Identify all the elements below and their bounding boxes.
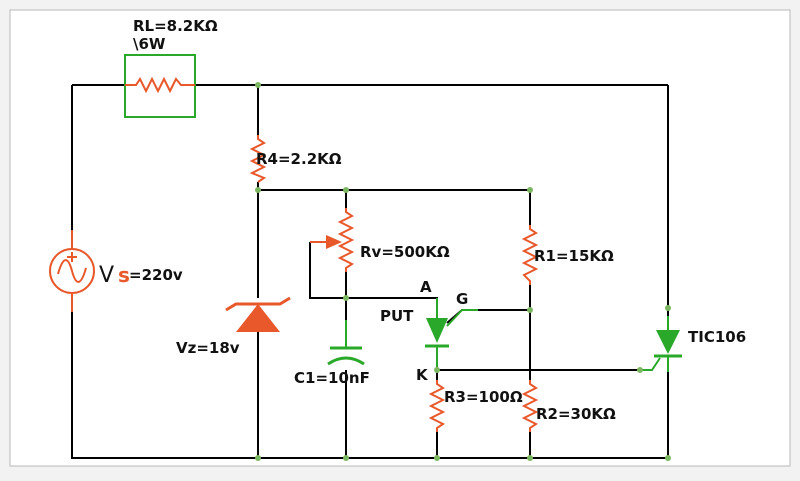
r3-resistor [428,380,446,432]
node [255,455,261,461]
vs-value-label: =220v [129,266,183,284]
scr-tic106 [642,316,682,372]
zener-bar [225,296,291,312]
put-triangle [426,318,448,343]
node [434,455,440,461]
node [637,367,643,373]
r2-resistor [521,380,539,432]
vz-label: Vz=18v [176,339,240,357]
junction-nodes [255,82,671,461]
put-device [425,298,478,370]
rv-label: Rv=500KΩ [360,243,450,261]
node [434,367,440,373]
r1-resistor [521,225,539,285]
node [527,307,533,313]
node [343,187,349,193]
wire-wiper-loop [309,242,346,299]
c1-label: C1=10nF [294,369,370,387]
node [255,187,261,193]
zener-diode [225,296,291,332]
wire-left-bottom [71,312,668,459]
rv-wiper-arrow [326,235,342,249]
rl-resistor [125,76,195,94]
r2-label: R2=30KΩ [536,405,616,423]
r3-label: R3=100Ω [444,388,523,406]
rv-resistor [337,208,355,272]
anode-label: A [420,278,432,296]
vs-letter-label: V [99,263,114,288]
cathode-label: K [416,366,429,384]
node [665,455,671,461]
scr-triangle [656,330,680,354]
canvas-panel [9,9,791,467]
gate-label: G [456,290,468,308]
node [255,82,261,88]
node [343,455,349,461]
r1-label: R1=15KΩ [534,247,614,265]
vs-sine-icon [57,259,87,283]
capacitor-c1 [327,320,365,366]
c1-plate-bottom [327,356,365,366]
scr-gate-lead [642,357,661,371]
node [527,187,533,193]
node [527,455,533,461]
rl-power-label: \6W [133,35,166,53]
zener-triangle [236,304,280,332]
put-label: PUT [380,307,414,325]
node [343,295,349,301]
node [665,305,671,311]
r4-label: R4=2.2KΩ [256,150,342,168]
vs-subscript-label: s [118,263,130,287]
vs-circle [49,248,95,294]
ac-source-vs [49,230,95,312]
r4-resistor [249,135,267,183]
rl-value-label: RL=8.2KΩ [133,17,218,35]
rl-load [124,54,196,118]
put-gate-lead [446,309,478,327]
vs-plus-icon [67,252,77,262]
tic106-label: TIC106 [688,328,746,346]
